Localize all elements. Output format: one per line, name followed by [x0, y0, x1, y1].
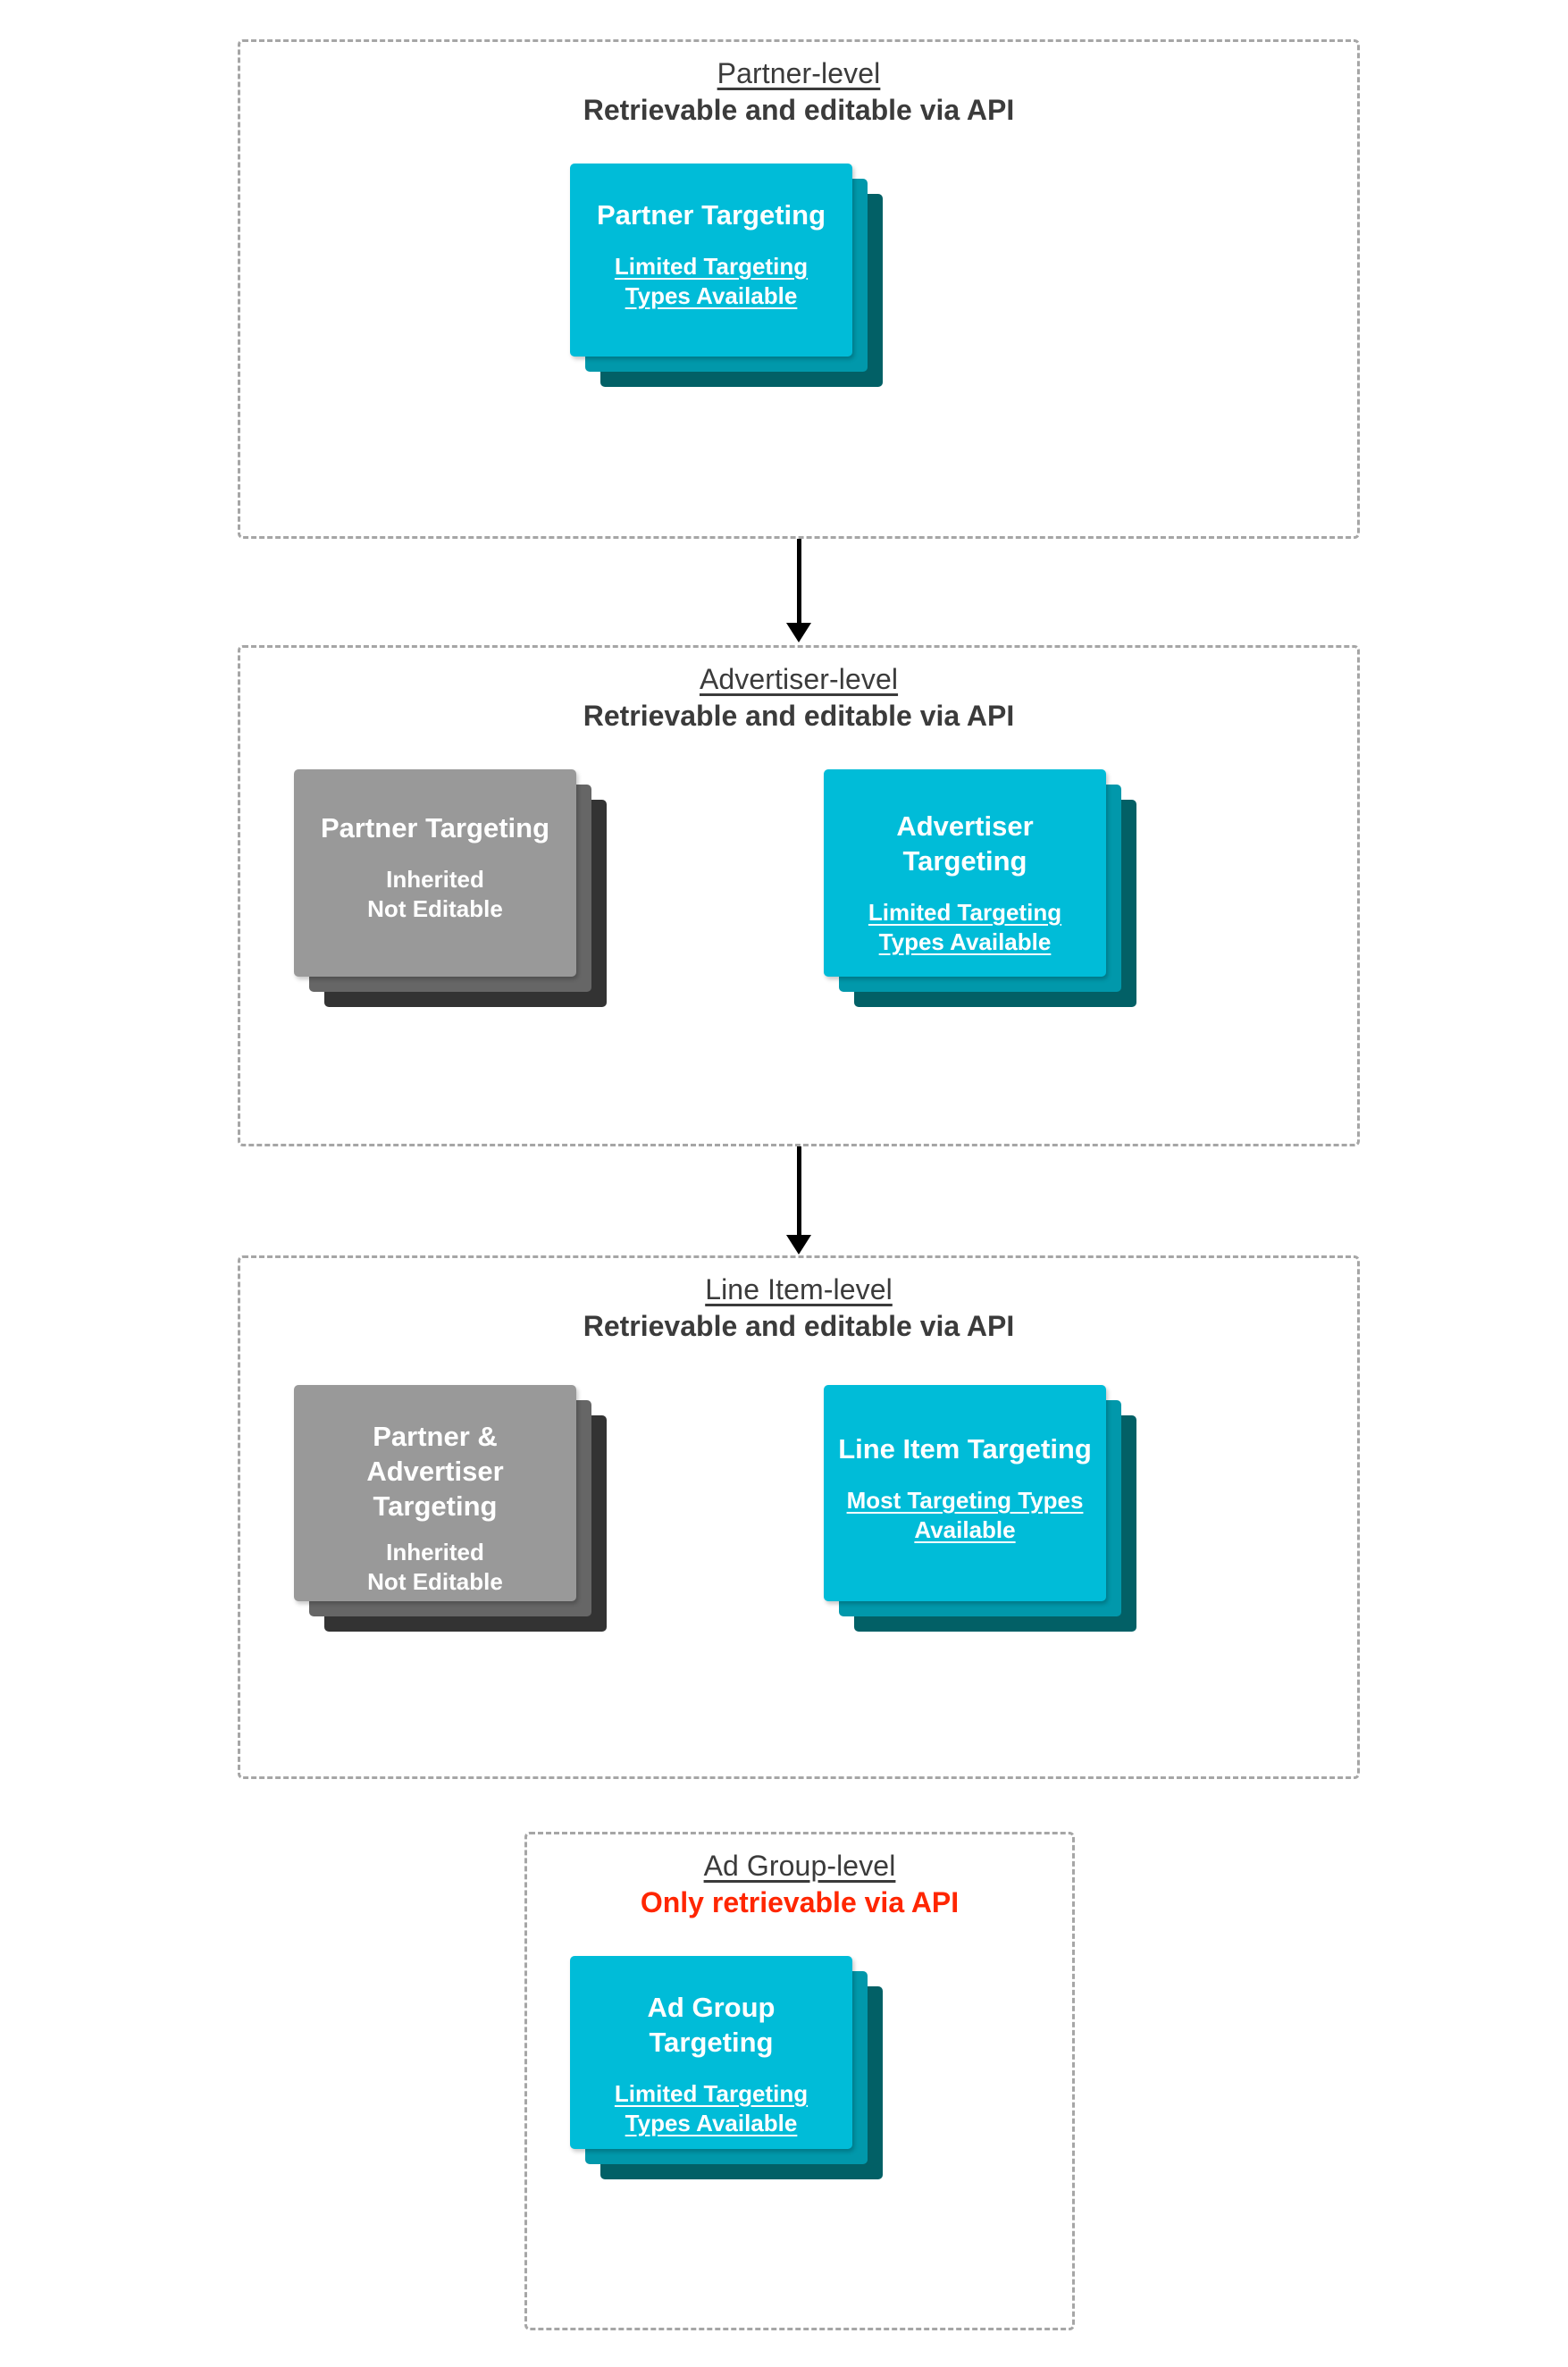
card-layer-front: Line Item Targeting Most Targeting Types…	[824, 1385, 1106, 1601]
level-subtitle-ad-group: Only retrievable via API	[640, 1886, 960, 1919]
card-stack-line-item-targeting[interactable]: Line Item Targeting Most Targeting Types…	[824, 1385, 1136, 1632]
level-subtitle-partner: Retrievable and editable via API	[583, 94, 1015, 127]
card-layer-front: Partner Targeting Inherited Not Editable	[294, 769, 576, 977]
level-title-advertiser: Advertiser-level	[699, 663, 899, 695]
card-stack-ad-group-targeting[interactable]: Ad Group Targeting Limited Targeting Typ…	[570, 1956, 883, 2179]
card-body-inherited-partner-advertiser-targeting: Partner & Advertiser Targeting Inherited…	[294, 1419, 576, 1598]
arrow-head-icon	[786, 623, 811, 642]
level-header-ad-group: Ad Group-level Only retrievable via API	[527, 1849, 1072, 1920]
level-title-partner: Partner-level	[717, 57, 881, 89]
card-title: Partner Targeting	[596, 199, 826, 231]
level-title-line-item: Line Item-level	[705, 1273, 893, 1305]
card-layer-front: Ad Group Targeting Limited Targeting Typ…	[570, 1956, 852, 2149]
level-box-advertiser: Advertiser-level Retrievable and editabl…	[238, 645, 1360, 1146]
card-stack-advertiser-targeting[interactable]: Advertiser Targeting Limited Targeting T…	[824, 769, 1136, 1007]
card-note: Most Targeting Types Available	[846, 1487, 1084, 1544]
card-body-ad-group-targeting: Ad Group Targeting Limited Targeting Typ…	[570, 1990, 852, 2139]
connector-advertiser-to-line-item	[722, 1146, 876, 1255]
card-body-line-item-targeting: Line Item Targeting Most Targeting Types…	[824, 1431, 1106, 1546]
card-body-partner-targeting: Partner Targeting Limited Targeting Type…	[570, 197, 852, 312]
level-subtitle-advertiser: Retrievable and editable via API	[583, 700, 1015, 733]
card-layer-front: Partner Targeting Limited Targeting Type…	[570, 164, 852, 357]
arrow-head-icon	[786, 1235, 811, 1255]
card-note: Inherited Not Editable	[367, 1539, 503, 1596]
arrow-shaft	[797, 1146, 801, 1237]
card-note: Limited Targeting Types Available	[614, 253, 809, 310]
card-title: Ad Group Targeting	[647, 1992, 776, 2059]
level-box-partner: Partner-level Retrievable and editable v…	[238, 39, 1360, 539]
level-title-ad-group: Ad Group-level	[703, 1850, 896, 1882]
card-note: Inherited Not Editable	[367, 866, 503, 923]
level-header-advertiser: Advertiser-level Retrievable and editabl…	[240, 662, 1357, 734]
card-title: Line Item Targeting	[838, 1433, 1092, 1465]
card-title: Advertiser Targeting	[896, 810, 1034, 877]
card-layer-front: Advertiser Targeting Limited Targeting T…	[824, 769, 1106, 977]
card-note: Limited Targeting Types Available	[868, 899, 1062, 956]
connector-partner-to-advertiser	[722, 539, 876, 642]
card-stack-partner-targeting[interactable]: Partner Targeting Limited Targeting Type…	[570, 164, 883, 387]
card-title: Partner Targeting	[320, 812, 550, 844]
card-body-advertiser-targeting: Advertiser Targeting Limited Targeting T…	[824, 809, 1106, 958]
card-layer-front: Partner & Advertiser Targeting Inherited…	[294, 1385, 576, 1601]
level-header-partner: Partner-level Retrievable and editable v…	[240, 56, 1357, 128]
card-title: Partner & Advertiser Targeting	[366, 1421, 504, 1523]
card-note: Limited Targeting Types Available	[614, 2080, 809, 2137]
level-box-line-item: Line Item-level Retrievable and editable…	[238, 1255, 1360, 1779]
level-box-ad-group: Ad Group-level Only retrievable via API …	[524, 1832, 1075, 2330]
arrow-shaft	[797, 539, 801, 625]
level-header-line-item: Line Item-level Retrievable and editable…	[240, 1272, 1357, 1344]
level-subtitle-line-item: Retrievable and editable via API	[583, 1310, 1015, 1343]
card-stack-inherited-partner-advertiser-targeting[interactable]: Partner & Advertiser Targeting Inherited…	[294, 1385, 607, 1632]
card-stack-inherited-partner-targeting[interactable]: Partner Targeting Inherited Not Editable	[294, 769, 607, 1007]
card-body-inherited-partner-targeting: Partner Targeting Inherited Not Editable	[294, 810, 576, 925]
